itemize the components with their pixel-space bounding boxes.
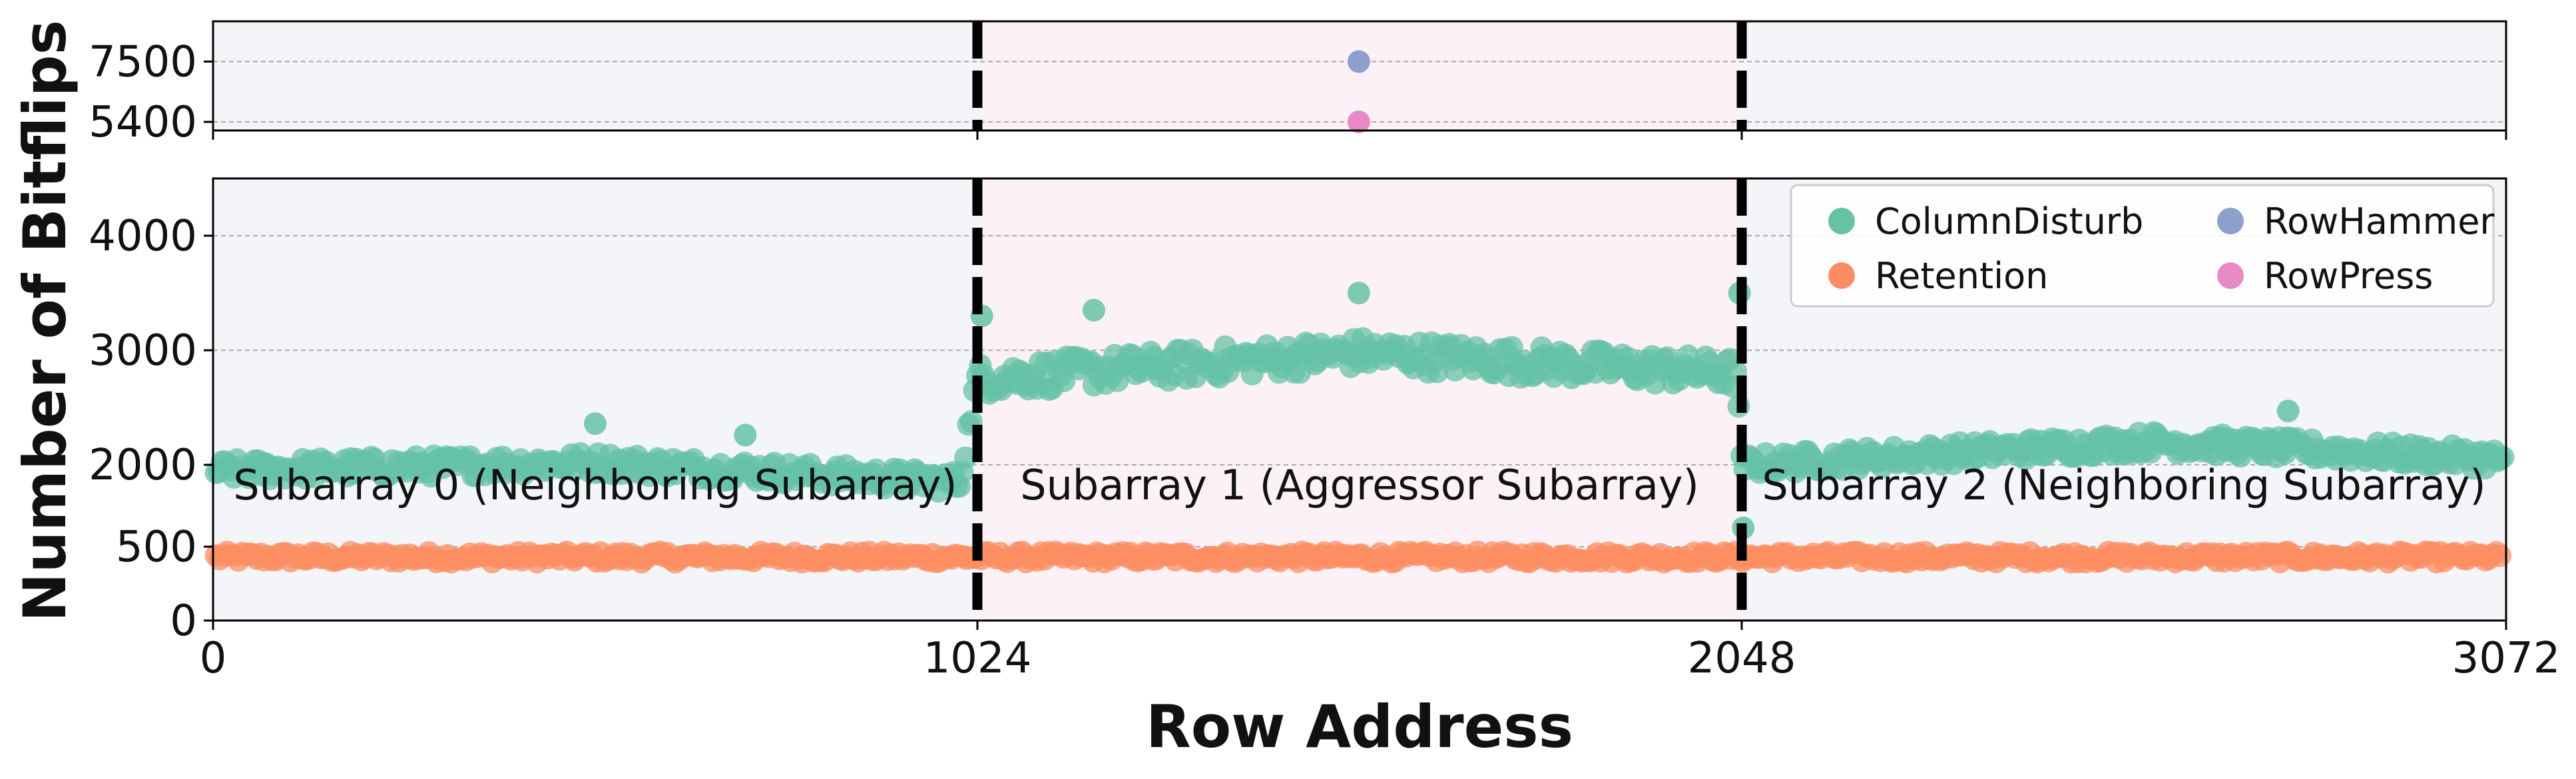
top-y-tick-label-1: 7500 — [89, 37, 197, 87]
point-columndisturb — [954, 446, 977, 469]
legend-marker-columndisturb — [1828, 208, 1855, 234]
point-columndisturb-outlier — [1347, 282, 1370, 305]
point-columndisturb — [1425, 360, 1449, 384]
bottom-y-tick-label-4: 4000 — [89, 212, 197, 261]
x-tick-label-0: 0 — [200, 634, 227, 683]
x-tick-label-1: 1024 — [923, 634, 1032, 683]
point-rowpress — [1347, 111, 1370, 134]
bottom-y-tick-label-0: 0 — [170, 597, 197, 646]
point-columndisturb-outlier — [584, 412, 607, 435]
top-boundary-lines — [972, 21, 1747, 130]
point-columndisturb-outlier — [1082, 298, 1105, 322]
top-frame — [212, 20, 2507, 132]
legend: ColumnDisturb Retention RowHammer RowPre… — [1790, 184, 2495, 308]
legend-marker-retention — [1828, 262, 1855, 289]
bottom-boundary-lines — [972, 178, 1747, 621]
bottom-y-tick-label-3: 3000 — [89, 326, 197, 376]
top-region-0 — [213, 21, 977, 130]
legend-label-rowhammer: RowHammer — [2264, 200, 2495, 242]
panel-top: 5400 7500 — [89, 20, 2507, 147]
top-region-2 — [1742, 21, 2506, 130]
region-label-1: Subarray 1 (Aggressor Subarray) — [1020, 461, 1699, 509]
x-axis-label: Row Address — [1146, 692, 1573, 761]
region-label-2: Subarray 2 (Neighboring Subarray) — [1762, 461, 2485, 509]
legend-marker-rowpress — [2217, 262, 2244, 289]
legend-label-rowpress: RowPress — [2264, 255, 2433, 297]
point-columndisturb — [2491, 445, 2515, 469]
top-points — [1347, 50, 1370, 134]
bottom-y-tick-label-2: 2000 — [89, 441, 197, 490]
bottom-frame — [212, 177, 2507, 622]
point-rowhammer — [1347, 50, 1370, 73]
top-y-ticks: 5400 7500 — [89, 37, 2507, 147]
x-tick-label-3: 3072 — [2452, 634, 2561, 683]
point-retention — [2489, 544, 2512, 567]
legend-label-retention: Retention — [1875, 255, 2048, 297]
legend-marker-rowhammer — [2217, 208, 2244, 234]
point-columndisturb-outlier — [734, 423, 757, 447]
x-ticks: 0 1024 2048 3072 — [200, 621, 2561, 683]
legend-box — [1790, 184, 2495, 308]
top-y-tick-label-0: 5400 — [89, 98, 197, 147]
point-columndisturb-outlier — [2276, 399, 2300, 423]
region-label-0: Subarray 0 (Neighboring Subarray) — [233, 461, 957, 509]
y-axis-label: Number of Bitflips — [11, 20, 79, 622]
legend-label-columndisturb: ColumnDisturb — [1875, 200, 2143, 242]
bottom-y-ticks: 0 500 2000 3000 4000 — [89, 212, 213, 646]
x-tick-label-2: 2048 — [1688, 634, 1796, 683]
bottom-points — [204, 282, 2515, 574]
bottom-y-tick-label-1: 500 — [116, 523, 197, 572]
